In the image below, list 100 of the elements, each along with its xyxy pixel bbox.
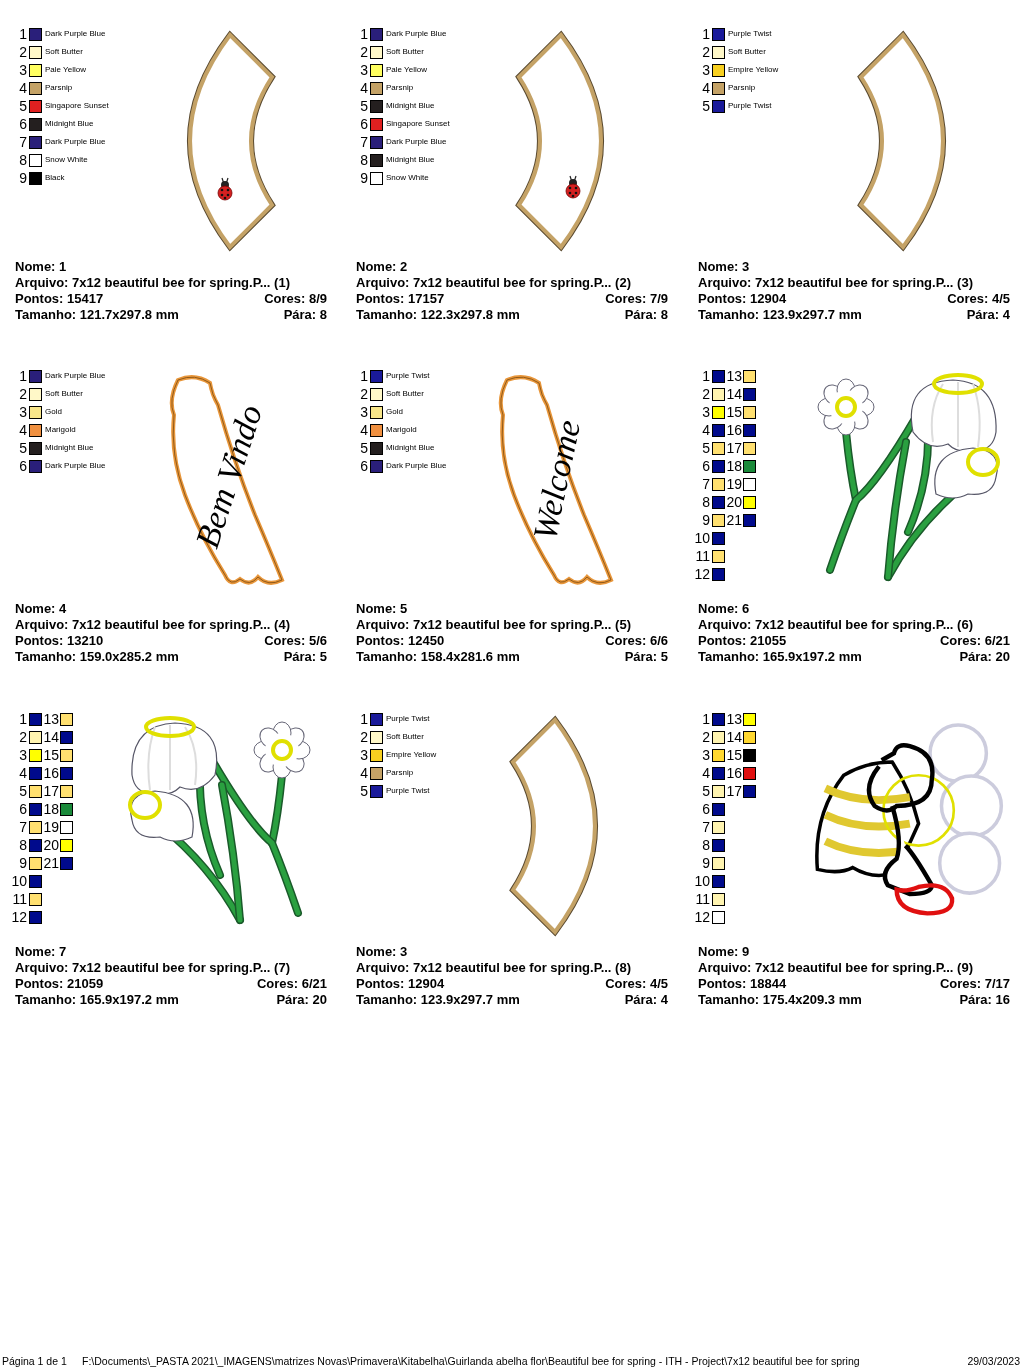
color-count: Cores: 8/9: [264, 291, 327, 307]
color-number: 2: [18, 386, 27, 402]
color-number: 6: [18, 801, 27, 817]
thread-color-name: Midnight Blue: [45, 118, 94, 130]
color-count: Cores: 7/17: [939, 976, 1010, 992]
file-path: F:\Documents\_PASTA 2021\_IMAGENS\matrizes Novas\Primavera\Kitabelha\Guirlanda abelha flor\Beautiful bee for spring - ITH - Project\7x12 beautiful bee for spring: [82, 1354, 860, 1368]
color-number: 8: [18, 152, 27, 168]
design-name: Nome: 7: [15, 944, 67, 960]
color-number: 5: [359, 783, 368, 799]
color-number: 21: [725, 512, 742, 528]
color-count: Cores: 6/21: [256, 976, 327, 992]
thread-color-name: Purple Twist: [728, 28, 772, 40]
color-number: 2: [359, 386, 368, 402]
color-count: Cores: 4/5: [947, 291, 1010, 307]
design-name: Nome: 9: [698, 944, 750, 960]
design-name: Nome: 5: [356, 601, 408, 617]
color-number: 17: [725, 440, 742, 456]
color-number: 15: [42, 747, 59, 763]
file-name: Arquivo: 7x12 beautiful bee for spring.P... (5): [356, 617, 631, 633]
color-number: 11: [694, 548, 710, 564]
color-count: Cores: 6/6: [605, 633, 668, 649]
design-size: Tamanho: 121.7x297.8 mm: [15, 307, 179, 323]
color-number: 4: [701, 80, 710, 96]
thread-color-name: Midnight Blue: [386, 154, 435, 166]
thread-color-name: Dark Purple Blue: [45, 460, 106, 472]
thread-color-name: Empire Yellow: [728, 64, 779, 76]
design-name: Nome: 6: [698, 601, 750, 617]
color-number: 1: [359, 711, 368, 727]
color-number: 4: [359, 80, 368, 96]
color-number: 3: [18, 404, 27, 420]
color-number: 3: [701, 404, 710, 420]
color-number: 1: [701, 26, 710, 42]
color-number: 4: [701, 422, 710, 438]
stitch-count: Pontos: 12904: [356, 976, 445, 992]
thread-color-name: Empire Yellow: [386, 749, 437, 761]
color-number: 1: [359, 26, 368, 42]
color-number: 2: [18, 729, 27, 745]
thread-color-name: Purple Twist: [386, 713, 430, 725]
color-number: 10: [693, 530, 710, 546]
stop-count: Pára: 20: [959, 649, 1010, 665]
color-number: 7: [18, 819, 27, 835]
color-number: 5: [359, 98, 368, 114]
color-number: 11: [11, 891, 27, 907]
color-number: 2: [701, 729, 710, 745]
color-number: 13: [725, 711, 742, 727]
color-number: 11: [694, 891, 710, 907]
color-count: Cores: 4/5: [605, 976, 668, 992]
stitch-count: Pontos: 21055: [698, 633, 787, 649]
file-name: Arquivo: 7x12 beautiful bee for spring.P... (6): [698, 617, 973, 633]
color-number: 7: [359, 134, 368, 150]
color-count: Cores: 6/21: [939, 633, 1010, 649]
design-size: Tamanho: 158.4x281.6 mm: [356, 649, 520, 665]
stop-count: Pára: 5: [283, 649, 327, 665]
stitch-count: Pontos: 12904: [698, 291, 787, 307]
color-number: 15: [725, 404, 742, 420]
thread-color-name: Soft Butter: [45, 388, 83, 400]
color-number: 20: [42, 837, 59, 853]
stitch-count: Pontos: 13210: [15, 633, 104, 649]
color-number: 4: [18, 80, 27, 96]
color-number: 13: [42, 711, 59, 727]
file-name: Arquivo: 7x12 beautiful bee for spring.P... (2): [356, 275, 631, 291]
stop-count: Pára: 20: [276, 992, 327, 1008]
color-number: 5: [701, 440, 710, 456]
color-number: 14: [725, 386, 742, 402]
thread-color-name: Snow White: [386, 172, 429, 184]
file-name: Arquivo: 7x12 beautiful bee for spring.P... (4): [15, 617, 290, 633]
color-number: 10: [693, 873, 710, 889]
thread-color-name: Dark Purple Blue: [386, 28, 447, 40]
color-number: 7: [701, 476, 710, 492]
color-number: 3: [359, 404, 368, 420]
color-number: 1: [18, 26, 27, 42]
stitch-count: Pontos: 18844: [698, 976, 787, 992]
design-size: Tamanho: 175.4x209.3 mm: [698, 992, 862, 1008]
thread-color-name: Parsnip: [386, 767, 414, 779]
color-number: 14: [725, 729, 742, 745]
thread-color-name: Marigold: [45, 424, 76, 436]
color-number: 5: [359, 440, 368, 456]
color-number: 4: [359, 765, 368, 781]
page-number: Página 1 de 1: [2, 1354, 67, 1368]
color-number: 4: [701, 765, 710, 781]
stop-count: Pára: 4: [966, 307, 1010, 323]
thread-color-name: Parsnip: [45, 82, 73, 94]
stop-count: Pára: 5: [624, 649, 668, 665]
color-number: 5: [701, 98, 710, 114]
stitch-count: Pontos: 15417: [15, 291, 104, 307]
color-number: 6: [359, 458, 368, 474]
color-number: 3: [359, 62, 368, 78]
thread-color-name: Dark Purple Blue: [386, 136, 447, 148]
color-number: 2: [359, 729, 368, 745]
design-size: Tamanho: 159.0x285.2 mm: [15, 649, 179, 665]
color-number: 2: [18, 44, 27, 60]
color-number: 14: [42, 729, 59, 745]
color-number: 12: [10, 909, 27, 925]
stitch-count: Pontos: 21059: [15, 976, 104, 992]
thread-color-name: Dark Purple Blue: [386, 460, 447, 472]
design-size: Tamanho: 122.3x297.8 mm: [356, 307, 520, 323]
color-number: 3: [18, 62, 27, 78]
file-name: Arquivo: 7x12 beautiful bee for spring.P... (7): [15, 960, 290, 976]
design-name: Nome: 1: [15, 259, 67, 275]
color-number: 9: [18, 855, 27, 871]
